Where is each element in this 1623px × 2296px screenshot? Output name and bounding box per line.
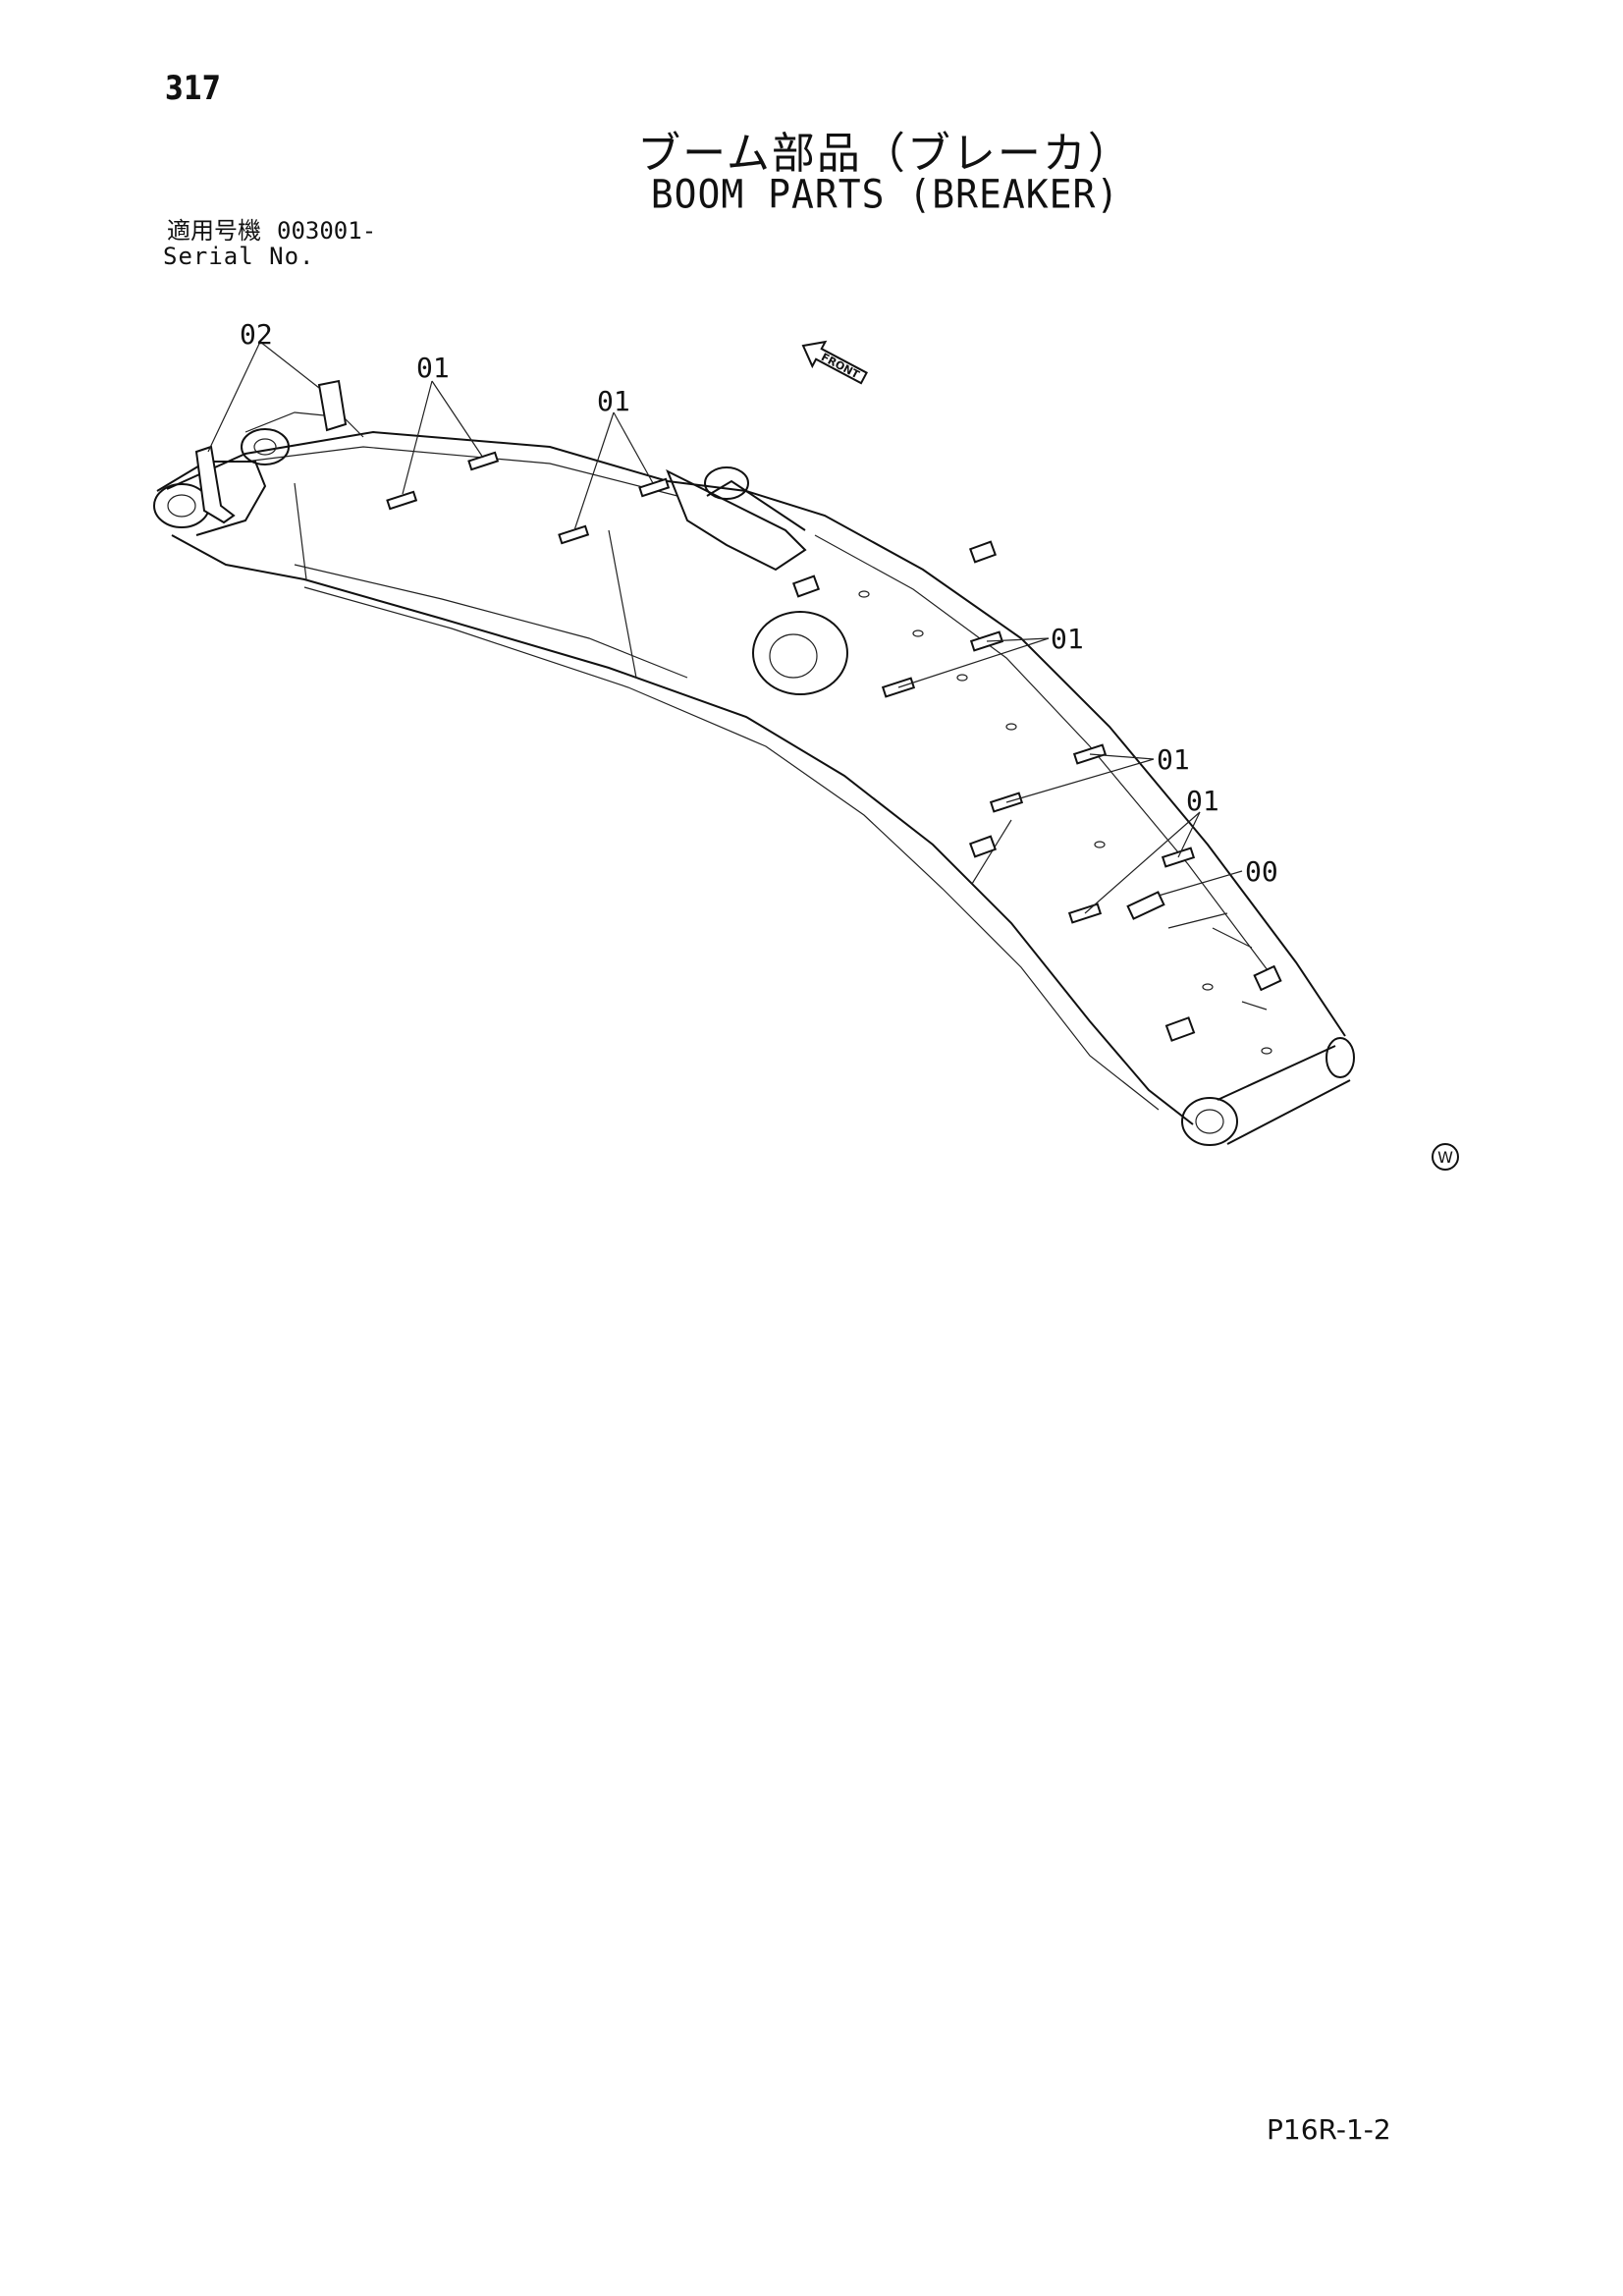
serial-number-block: 適用号機 003001- Serial No. <box>163 217 377 269</box>
page-footer-code: P16R-1-2 <box>1267 2113 1391 2146</box>
callout-01-e: 01 <box>1186 785 1219 817</box>
w-mark-label: W <box>1437 1148 1453 1167</box>
callout-labels: 02 01 01 01 01 01 00 <box>240 318 1278 888</box>
callout-01-d: 01 <box>1157 743 1190 776</box>
serial-label-english: Serial No. <box>163 243 315 270</box>
page-number: 317 <box>165 69 221 108</box>
leader-lines <box>207 341 1243 914</box>
callout-02: 02 <box>240 318 273 351</box>
boom-outline <box>153 411 1355 1146</box>
page-title-japanese: ブーム部品（ブレーカ） <box>637 129 1133 179</box>
serial-label-japanese: 適用号機 <box>167 217 261 245</box>
wear-plates <box>194 379 1282 1042</box>
page-title-english: BOOM PARTS (BREAKER) <box>650 171 1120 218</box>
w-mark-icon: W <box>1432 1143 1459 1171</box>
callout-01-b: 01 <box>597 385 630 417</box>
callout-00: 00 <box>1245 855 1278 888</box>
front-arrow-icon: FRONT <box>801 340 868 385</box>
callout-01-c: 01 <box>1051 623 1084 655</box>
serial-number-value: 003001- <box>277 217 377 245</box>
callout-01-a: 01 <box>416 352 450 384</box>
front-label: FRONT <box>819 351 862 381</box>
